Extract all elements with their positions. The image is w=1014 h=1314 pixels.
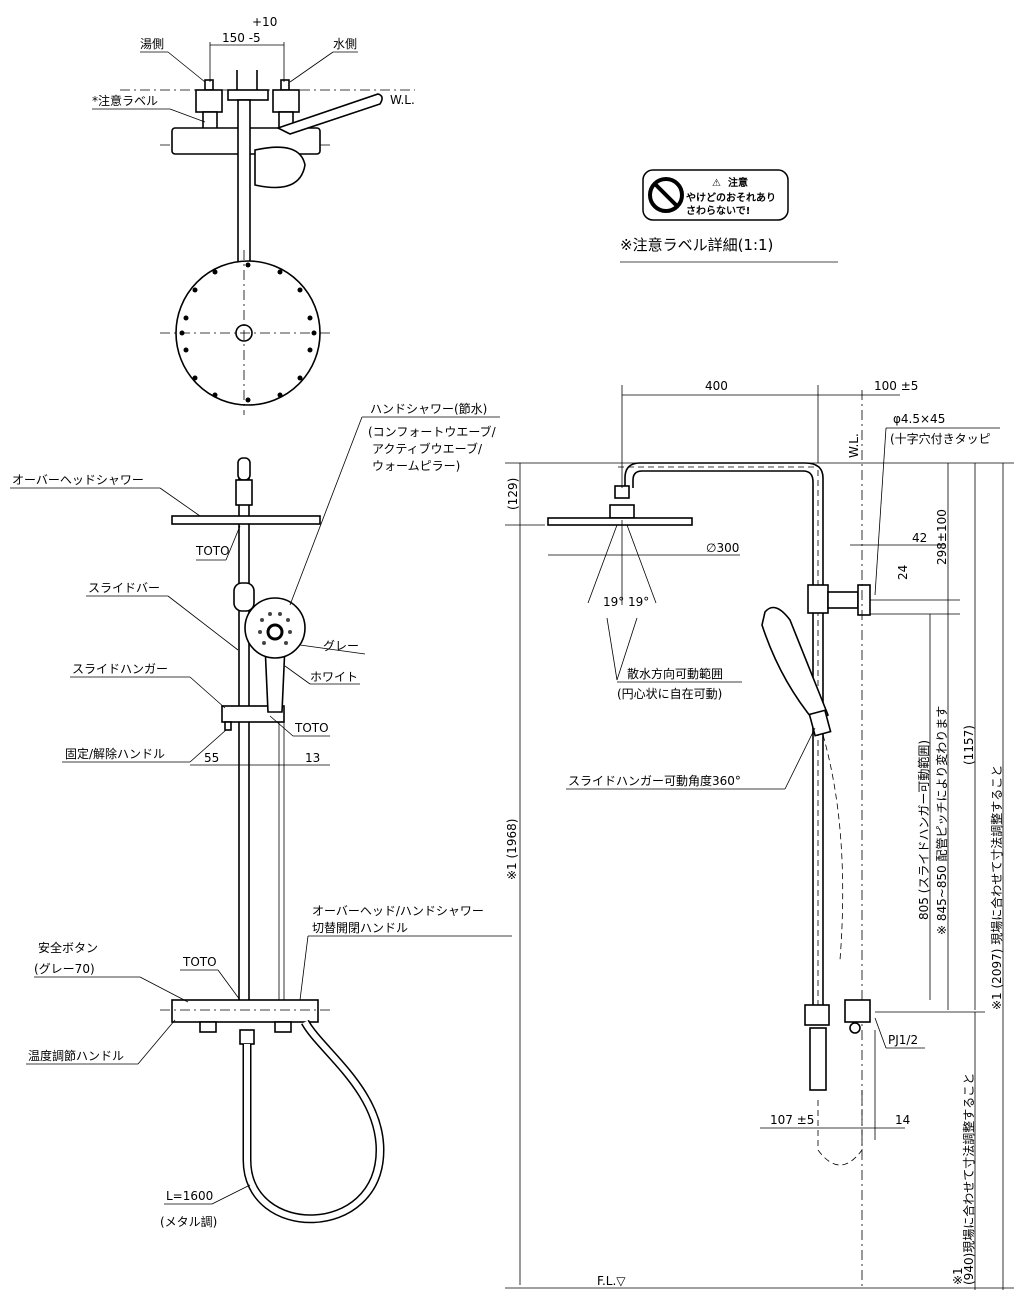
hanger-angle-label: スライドハンガー可動角度360° (568, 773, 741, 788)
caution-label-callout: *注意ラベル (92, 93, 158, 108)
hose-length: L=1600 (166, 1189, 213, 1203)
hot-side-label: 湯側 (140, 37, 164, 51)
hose-finish: (メタル調) (160, 1215, 217, 1229)
dim-14: 14 (895, 1113, 910, 1127)
side-view: 400 100 ±5 W.L. φ4.5×45 (十字穴付きタッピ (129) … (505, 379, 1014, 1290)
wall-line-label-side: W.L. (847, 433, 861, 458)
hand-shower-top (254, 146, 306, 189)
dim-55: 55 (204, 751, 219, 765)
hot-elbow (195, 89, 223, 113)
cold-elbow (272, 89, 300, 113)
label-line2: さわらないで! (686, 205, 750, 217)
hose (242, 1019, 385, 1224)
dim-2097: ※1 (2097) 現場に合わせて寸法調整すること (989, 765, 1004, 1010)
wall-bracket (227, 89, 269, 101)
dim-940-note: ※1 (951, 1267, 965, 1285)
pitch-dimension: 150 -5 (222, 31, 261, 45)
angle-right: 19° (628, 595, 649, 609)
dim-300: ∅300 (706, 541, 739, 555)
dim-pitch: ※ 845~850 配管ピッチにより変わります (934, 706, 949, 935)
top-view: +10 150 -5 湯側 水側 *注意ラベル W.L. (92, 15, 415, 415)
label-title: 注意 (728, 176, 748, 189)
hose-side (809, 1027, 827, 1091)
dim-100: 100 ±5 (874, 379, 918, 393)
cold-inlet (280, 79, 290, 91)
overhead-shower-label: オーバーヘッドシャワー (12, 473, 144, 487)
dim-805: 805 (スライドハンガー可動範囲) (916, 740, 931, 920)
switch-handle-label1: オーバーヘッド/ハンドシャワー (312, 904, 484, 918)
dim-42: 42 (912, 531, 927, 545)
nozzle-dots (179, 262, 317, 403)
label-detail-caption: ※注意ラベル詳細(1:1) (620, 236, 773, 254)
dim-24: 24 (896, 565, 910, 580)
dim-1157: (1157) (962, 725, 976, 765)
thermostat-body-front (171, 999, 319, 1023)
hand-shower-label: ハンドシャワー(節水) (370, 401, 487, 416)
bar-bracket (807, 584, 829, 614)
valve-side (804, 1004, 830, 1026)
brand-label-hanger: TOTO (294, 721, 329, 735)
cold-side-label: 水側 (333, 37, 357, 51)
dim-400: 400 (705, 379, 728, 393)
overhead-plate-front (171, 515, 321, 525)
slide-bar (238, 469, 250, 1006)
pj-label: PJ1/2 (888, 1033, 918, 1047)
no-touch-icon (648, 177, 684, 213)
temp-handle-label: 温度調節ハンドル (28, 1048, 124, 1063)
overhead-plate-side (547, 517, 693, 526)
angle-left: 19° (603, 595, 624, 609)
hot-inlet (204, 79, 214, 91)
white-label: ホワイト (310, 670, 358, 684)
lever-handle (275, 93, 383, 135)
modes-line1: (コンフォートウエーブ/ (368, 424, 497, 439)
safety-button-label: 安全ボタン (38, 940, 98, 955)
dim-129: (129) (506, 478, 520, 510)
caution-label-detail: ⚠ 注意 やけどのおそれあり さわらないで! ※注意ラベル詳細(1:1) (620, 169, 838, 263)
front-view: ハンドシャワー(節水) (コンフォートウエーブ/ アクティブウエーブ/ ウォーム… (10, 401, 512, 1229)
modes-line2: アクティブウエーブ/ (372, 441, 483, 456)
safety-button-color: (グレー70) (34, 962, 95, 976)
brand-label: TOTO (195, 544, 230, 558)
screw-type: (十字穴付きタッピ (890, 431, 991, 446)
tolerance-upper: +10 (252, 15, 277, 29)
dim-940: (940)現場に合わせて寸法調整すること (961, 1073, 976, 1285)
dim-1968: ※1 (1968) (505, 819, 519, 880)
switch-handle-label2: 切替開閉ハンドル (312, 921, 408, 935)
slide-bar-label: スライドバー (88, 581, 160, 595)
caution-label (642, 169, 789, 221)
dim-298: 298±100 (935, 509, 949, 565)
slide-hanger-label: スライドハンガー (72, 662, 168, 676)
dim-107: 107 ±5 (770, 1113, 814, 1127)
floor-line-label: F.L.▽ (597, 1274, 626, 1288)
warning-triangle-icon: ⚠ (712, 178, 721, 189)
brand-label-body: TOTO (182, 955, 217, 969)
label-line1: やけどのおそれあり (686, 191, 776, 204)
wall-line-label: W.L. (390, 93, 415, 107)
lock-handle-label: 固定/解除ハンドル (65, 746, 165, 761)
screw-spec: φ4.5×45 (893, 412, 945, 426)
spray-range-note: (円心状に自在可動) (617, 687, 722, 701)
spray-range-label: 散水方向可動範囲 (627, 666, 723, 681)
modes-line3: ウォームピラー) (372, 459, 460, 473)
dim-13: 13 (305, 751, 320, 765)
